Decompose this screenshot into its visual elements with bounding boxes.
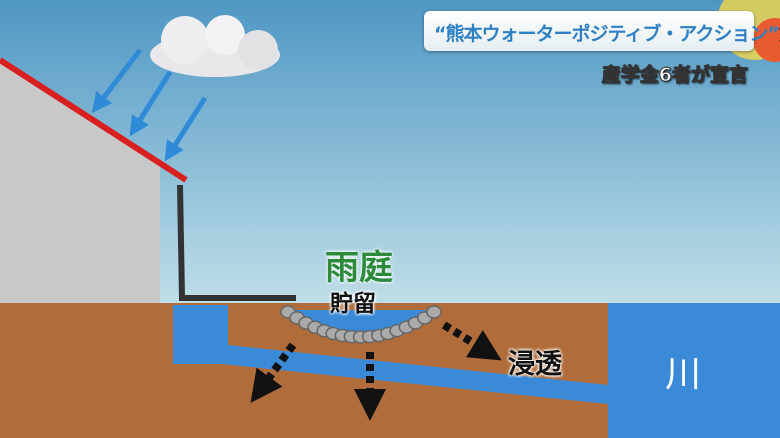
water-channel (173, 305, 608, 404)
river-label: 川 (665, 354, 702, 395)
infiltration-label: 浸透 (508, 349, 562, 380)
headline-title: “熊本ウォーターポジティブ・アクション”始動 (434, 19, 780, 46)
rain-garden-label: 雨庭 (325, 248, 393, 288)
house-wall (0, 62, 160, 305)
rain-garden-stones (280, 305, 442, 344)
headline-title-blue: “熊本ウォーターポジティブ・アクション” (434, 23, 780, 45)
headline-title-black: 始動 (779, 23, 780, 45)
cloud-icon (150, 15, 280, 77)
rain-arrows (91, 48, 208, 162)
roof (0, 57, 188, 183)
river (608, 303, 780, 438)
subheadline: 産学金6者が宣言 (601, 64, 748, 87)
infiltration-arrows (250, 321, 502, 421)
stone (426, 305, 442, 319)
storage-label: 貯留 (330, 291, 376, 317)
news-headline-banner: “熊本ウォーターポジティブ・アクション”始動 (424, 11, 780, 51)
downspout (177, 184, 296, 301)
